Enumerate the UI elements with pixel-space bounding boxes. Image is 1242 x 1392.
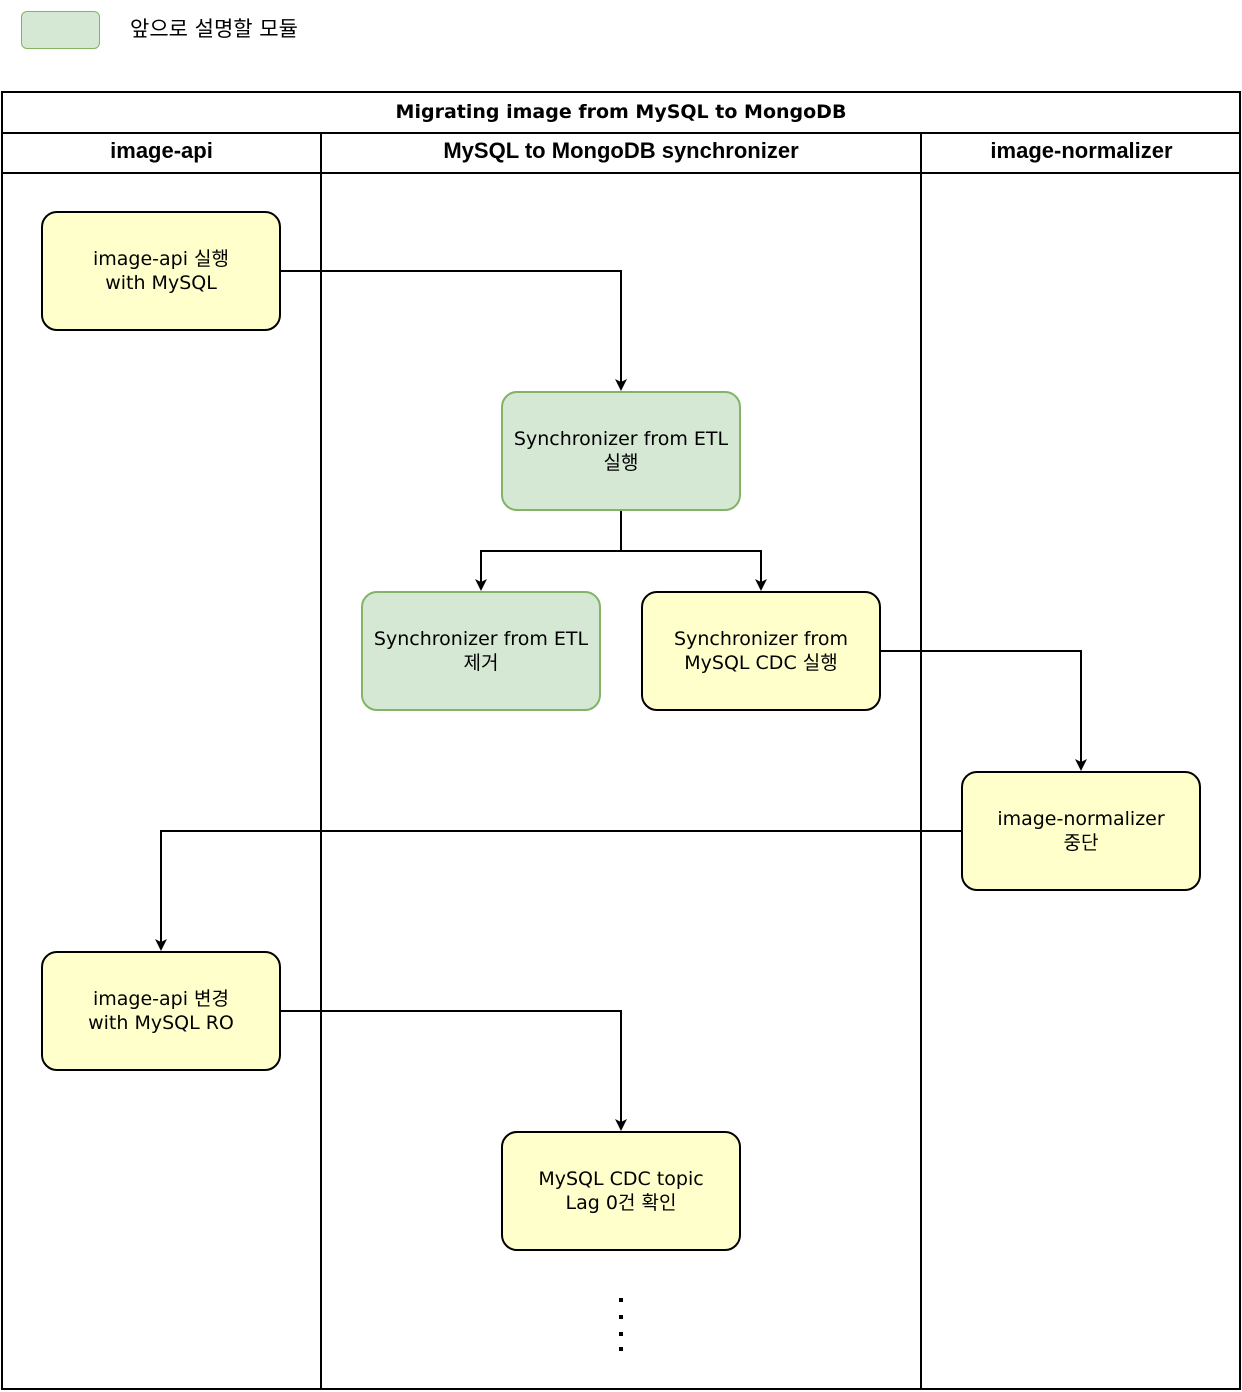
lane-header-image-api: image-api [3, 132, 320, 174]
node-image-api-run: image-api 실행 with MySQL [41, 211, 281, 331]
node-image-api-change: image-api 변경 with MySQL RO [41, 951, 281, 1071]
node-synchronizer-cdc-run: Synchronizer from MySQL CDC 실행 [641, 591, 881, 711]
swimlane-pool: Migrating image from MySQL to MongoDB im… [1, 91, 1241, 1390]
node-cdc-lag-check: MySQL CDC topic Lag 0건 확인 [501, 1131, 741, 1251]
node-synchronizer-etl-remove: Synchronizer from ETL 제거 [361, 591, 601, 711]
pool-title: Migrating image from MySQL to MongoDB [3, 93, 1239, 134]
edge-etl-run-to-cdc-run [621, 550, 767, 591]
edge-cdc-run-to-normalizer-stop [881, 650, 1087, 771]
continuation-ellipsis [619, 1298, 623, 1351]
node-image-normalizer-stop: image-normalizer 중단 [961, 771, 1201, 891]
lane-header-image-normalizer: image-normalizer [922, 132, 1241, 174]
legend-label: 앞으로 설명할 모듈 [130, 17, 298, 41]
legend-swatch [21, 11, 100, 49]
lane-synchronizer: MySQL to MongoDB synchronizer [322, 132, 922, 1388]
edge-api-change-to-lag-check [281, 1010, 627, 1131]
lane-image-api: image-api [3, 132, 322, 1388]
lane-image-normalizer: image-normalizer [922, 132, 1241, 1388]
edge-etl-run-to-etl-remove [475, 550, 621, 591]
edge-api-run-to-etl-run [281, 270, 627, 391]
lane-header-synchronizer: MySQL to MongoDB synchronizer [322, 132, 920, 174]
node-synchronizer-etl-run: Synchronizer from ETL 실행 [501, 391, 741, 511]
edge-normalizer-stop-to-api-change [155, 830, 961, 951]
